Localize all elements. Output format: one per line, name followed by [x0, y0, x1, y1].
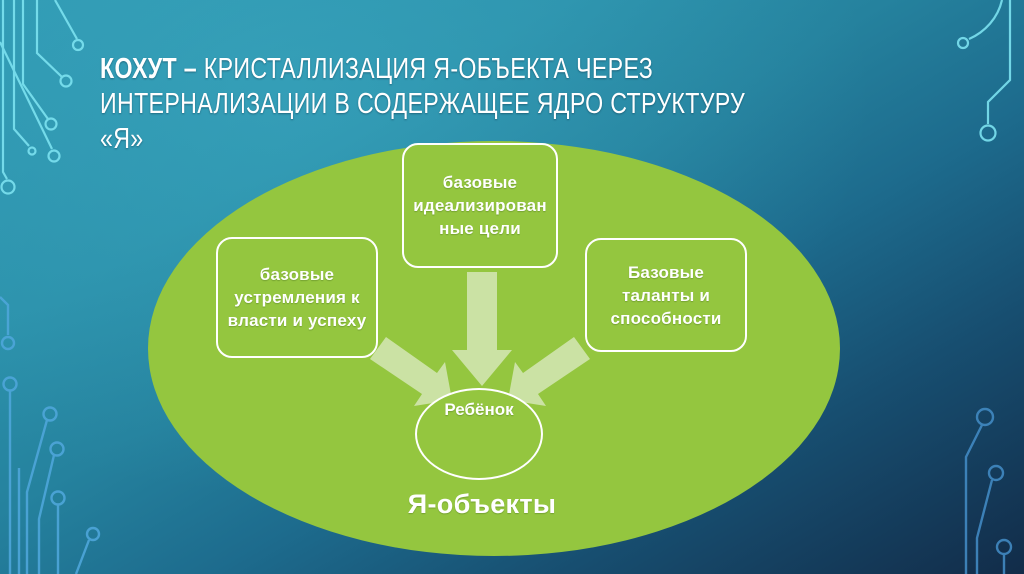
node-box-idealized-goals: базовые идеализирован ные цели [402, 143, 558, 268]
circuit-pattern-bottom-right-icon [964, 407, 1013, 574]
node-label-line: идеализирован [413, 196, 547, 215]
slide-title-line-1: КОХУТ – КРИСТАЛЛИЗАЦИЯ Я-ОБЪЕКТА ЧЕРЕЗ [100, 52, 745, 87]
circuit-pattern-bottom-left-icon [0, 296, 101, 574]
node-label-line: ные цели [439, 219, 521, 238]
slide-title-line-3: «Я» [100, 123, 144, 155]
circuit-pattern-top-left-icon [0, 0, 85, 195]
slide-title-line-1-rest: КРИСТАЛЛИЗАЦИЯ Я-ОБЪЕКТА ЧЕРЕЗ [203, 53, 654, 85]
node-label-line: базовые [259, 265, 335, 284]
diagonal-arrow-right-icon [508, 337, 590, 406]
down-arrow-icon [452, 272, 512, 386]
node-label-line: таланты и [621, 285, 711, 305]
node-box-talents: Базовые таланты и способности [585, 238, 747, 352]
node-label-line: устремления к [234, 288, 360, 307]
slide-title-line-2: ИНТЕРНАЛИЗАЦИИ В СОДЕРЖАЩЕЕ ЯДРО СТРУКТУ… [100, 88, 746, 120]
slide-title-lead: КОХУТ – [100, 53, 197, 85]
node-label-line: власти и успеху [227, 311, 367, 330]
node-box-strivings: базовые устремления к власти и успеху [216, 237, 378, 358]
node-label-line: Базовые [627, 262, 705, 282]
diagonal-arrow-left-icon [370, 337, 452, 406]
self-objects-label: Я-объекты [407, 489, 557, 519]
child-label: Ребёнок [444, 400, 514, 419]
node-label-line: базовые [442, 173, 518, 192]
child-ellipse: Ребёнок [415, 388, 543, 480]
node-label-line: способности [610, 308, 722, 328]
slide-title: КОХУТ – КРИСТАЛЛИЗАЦИЯ Я-ОБЪЕКТА ЧЕРЕЗ И… [100, 52, 906, 157]
circuit-pattern-top-right-icon [956, 0, 1012, 142]
